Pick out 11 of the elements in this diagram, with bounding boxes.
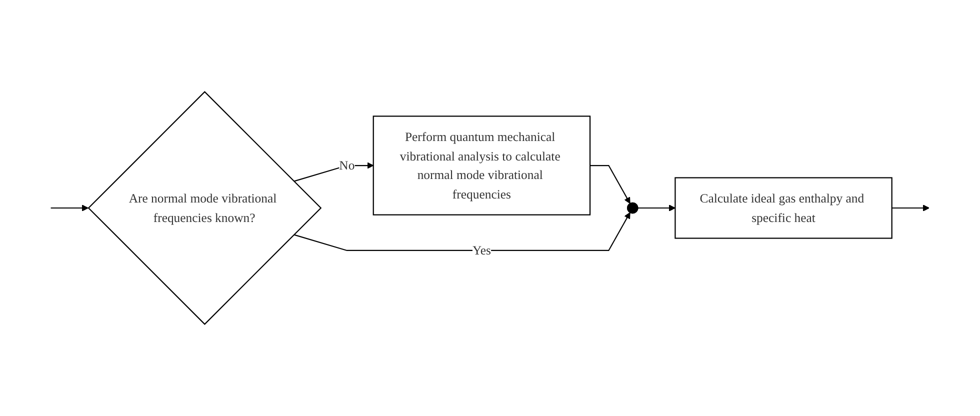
arrow — [892, 204, 930, 212]
edge-label: No — [339, 158, 355, 172]
arrow — [590, 164, 630, 204]
arrow — [638, 204, 676, 212]
node-diamond: Are normal mode vibrational frequencies known? — [88, 91, 322, 325]
arrow — [50, 204, 88, 212]
node-box: Perform quantum mechanical vibrational analysis to calculate normal mode vibrational frequencies — [372, 116, 591, 216]
arrow — [294, 162, 374, 182]
arrow — [294, 212, 630, 252]
edge-label: Yes — [472, 243, 491, 258]
node-box: Calculate ideal gas enthalpy and specific heat — [674, 177, 892, 239]
